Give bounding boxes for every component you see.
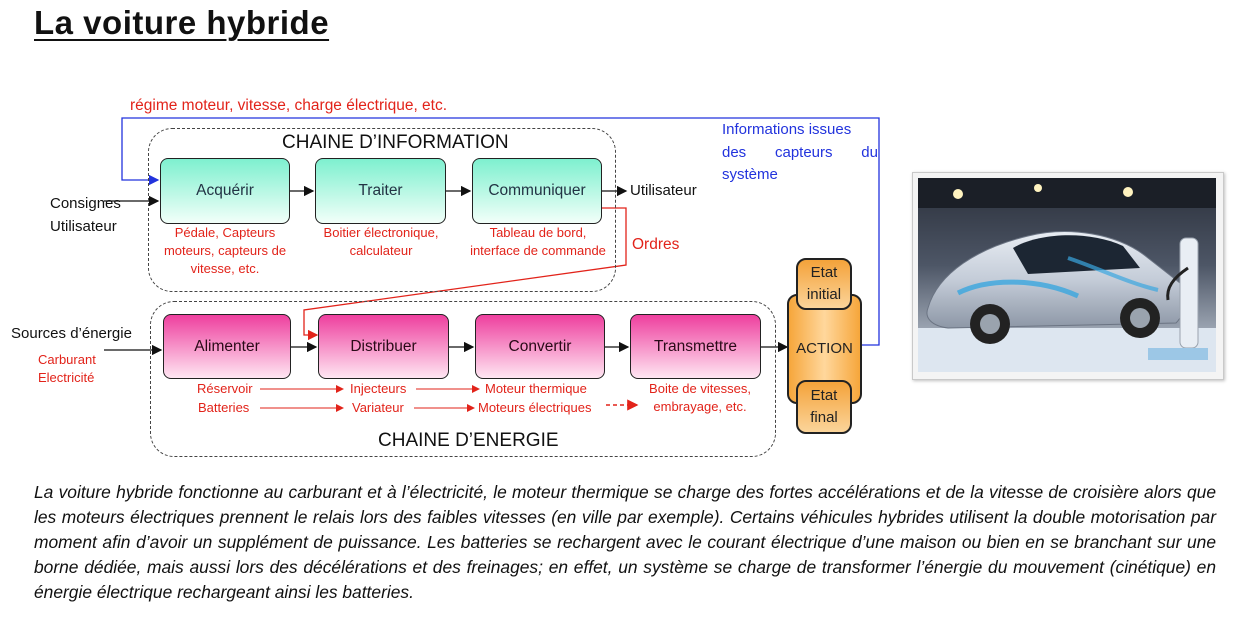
information-chain [148, 128, 616, 292]
description-paragraph: La voiture hybride fonctionne au carbura… [34, 482, 1216, 602]
block-traiter: Traiter [315, 158, 446, 224]
comp-moteur-thermique: Moteur thermique [485, 381, 587, 396]
comp-reservoir: Réservoir [197, 381, 253, 396]
block-transmettre: Transmettre [630, 314, 761, 379]
block-communiquer: Communiquer [472, 158, 602, 224]
energy-chain [150, 301, 776, 457]
ordres-label: Ordres [632, 236, 680, 253]
note-communiquer: Tableau de bord,interface de commande [470, 225, 606, 258]
comp-injecteurs: Injecteurs [350, 381, 407, 396]
comp-variateur: Variateur [352, 400, 404, 415]
block-acquerir: Acquérir [160, 158, 290, 224]
feedback-loop-line [121, 117, 880, 346]
page-title: La voiture hybride [34, 4, 330, 41]
feedback-label: régime moteur, vitesse, charge électriqu… [130, 97, 448, 114]
comp-moteurs-electriques: Moteurs électriques [478, 400, 592, 415]
block-distribuer: Distribuer [318, 314, 449, 379]
comp-batteries: Batteries [198, 400, 250, 415]
sensor-info-label: Informations issues des capteurs du syst… [722, 121, 878, 183]
block-alimenter: Alimenter [163, 314, 291, 379]
info-chain-title: CHAINE D’INFORMATION [282, 132, 509, 153]
note-traiter: Boitier électronique,calculateur [323, 225, 439, 258]
sources-label: Sources d’énergie [11, 325, 132, 342]
utilisateur-label: Utilisateur [630, 182, 697, 199]
energy-chain-title: CHAINE D’ENERGIE [378, 430, 559, 451]
ordres-arrow [303, 207, 627, 341]
block-convertir: Convertir [475, 314, 605, 379]
hybrid-car-photo [918, 178, 1216, 372]
note-transmettre: Boite de vitesses,embrayage, etc. [649, 381, 751, 414]
